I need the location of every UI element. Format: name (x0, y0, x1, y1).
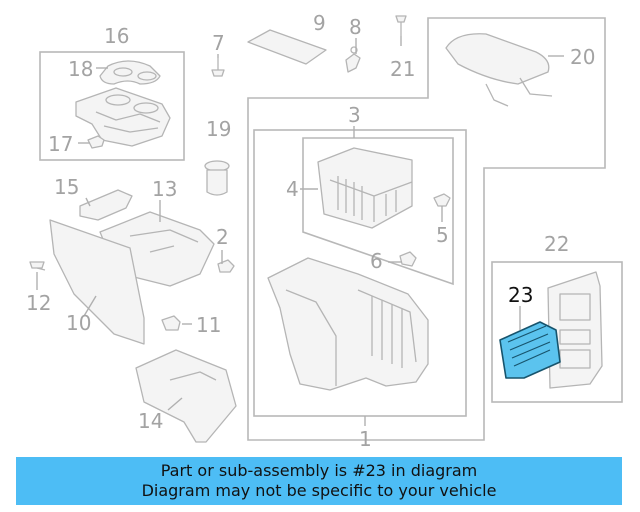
part-5-clip (433, 193, 451, 207)
callout-12: 12 (26, 291, 51, 315)
part-3-storage-bin (317, 147, 413, 229)
part-17-clip (87, 135, 105, 149)
callout-2: 2 (216, 225, 229, 249)
callout-4: 4 (286, 177, 299, 201)
part-20-armrest-lid (445, 33, 553, 107)
part-11-clip (161, 315, 181, 331)
callout-10: 10 (66, 311, 91, 335)
frame-22-group (491, 261, 623, 403)
part-21-screw (395, 15, 407, 36)
part-22-rear-panel (547, 271, 603, 389)
callout-13: 13 (152, 177, 177, 201)
callout-19: 19 (206, 117, 231, 141)
callout-15: 15 (54, 175, 79, 199)
callout-3: 3 (348, 103, 361, 127)
callout-22: 22 (544, 232, 569, 256)
part-9-pad (247, 29, 327, 65)
callout-17: 17 (48, 132, 73, 156)
callout-14: 14 (138, 409, 163, 433)
callout-6: 6 (370, 249, 383, 273)
part-14-lower-trim (135, 349, 237, 443)
callout-21: 21 (390, 57, 415, 81)
part-2-screw (217, 259, 235, 273)
callout-9: 9 (313, 11, 326, 35)
part-10-side-panel (49, 219, 145, 345)
part-23-rear-vent-highlighted (499, 321, 561, 379)
callout-20: 20 (570, 45, 595, 69)
callout-23: 23 (508, 283, 533, 307)
part-1-console-body (267, 257, 429, 391)
part-19-power-outlet (204, 160, 230, 196)
callout-11: 11 (196, 313, 221, 337)
part-7-screw (211, 58, 225, 77)
callout-8: 8 (349, 15, 362, 39)
info-banner: Part or sub-assembly is #23 in diagram D… (16, 457, 622, 505)
part-6-clip (399, 251, 417, 267)
frame-16-group (39, 51, 185, 161)
callout-5: 5 (436, 223, 449, 247)
part-8-socket (345, 46, 361, 73)
callout-1: 1 (359, 427, 372, 451)
part-12-screw (29, 261, 46, 271)
callout-7: 7 (212, 31, 225, 55)
frame-1-console (253, 129, 467, 417)
callout-18: 18 (68, 57, 93, 81)
part-18-cupholder-mat (99, 60, 161, 85)
part-16-cupholder (75, 87, 171, 147)
callout-16: 16 (104, 24, 129, 48)
frame-3-bin (302, 137, 454, 286)
banner-line-1: Part or sub-assembly is #23 in diagram (160, 461, 478, 480)
part-15-bracket (79, 189, 133, 221)
frame-main-group (247, 17, 606, 441)
banner-line-2: Diagram may not be specific to your vehi… (141, 481, 497, 500)
